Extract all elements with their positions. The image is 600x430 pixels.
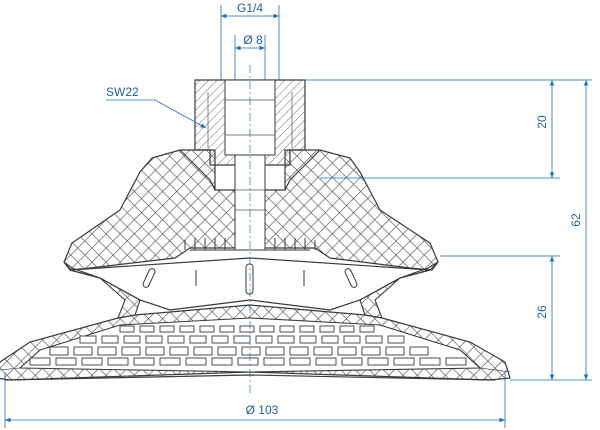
grip-rib — [145, 346, 165, 356]
grip-ribs — [29, 325, 467, 366]
grip-rib — [211, 357, 233, 366]
grip-rib — [341, 357, 363, 366]
grip-rib — [133, 357, 155, 366]
grip-rib — [313, 346, 333, 356]
grip-rib — [359, 325, 375, 333]
grip-rib — [365, 335, 383, 344]
grip-rib — [277, 335, 295, 344]
grip-rib — [241, 346, 261, 356]
grip-rib — [339, 325, 355, 333]
grip-rib — [361, 346, 381, 356]
grip-rib — [159, 357, 181, 366]
grip-rib — [259, 325, 275, 333]
grip-rib — [189, 335, 207, 344]
grip-rib — [237, 357, 259, 366]
grip-rib — [49, 346, 69, 356]
grip-rib — [219, 325, 235, 333]
lower-height-label: 26 — [535, 305, 549, 319]
grip-rib — [55, 357, 77, 366]
grip-rib — [337, 346, 357, 356]
grip-rib — [385, 346, 405, 356]
grip-rib — [265, 346, 285, 356]
dim-wrench: SW22 — [106, 85, 207, 129]
grip-rib — [121, 346, 141, 356]
grip-rib — [217, 346, 237, 356]
grip-rib — [169, 346, 189, 356]
grip-rib — [123, 335, 141, 344]
grip-rib — [193, 346, 213, 356]
inner-ribs — [184, 238, 316, 251]
grip-rib — [319, 325, 335, 333]
grip-rib — [199, 325, 215, 333]
grip-rib — [119, 325, 135, 333]
grip-rib — [393, 357, 415, 366]
grip-rib — [367, 357, 389, 366]
dim-bore: Ø 8 — [234, 33, 266, 80]
grip-rib — [289, 346, 309, 356]
grip-rib — [299, 325, 315, 333]
dim-thread: G1/4 — [220, 1, 280, 80]
grip-rib — [279, 325, 295, 333]
dim-upper-height: 20 — [305, 79, 560, 179]
grip-rib — [159, 325, 175, 333]
suction-cup-body — [0, 79, 511, 381]
lip-slots — [142, 263, 358, 295]
grip-rib — [289, 357, 311, 366]
grip-rib — [299, 335, 317, 344]
dim-lower-height: 26 — [440, 255, 560, 380]
grip-rib — [73, 346, 93, 356]
dim-diameter: Ø 103 — [4, 372, 506, 428]
grip-rib — [419, 357, 441, 366]
grip-rib — [29, 357, 51, 366]
grip-rib — [233, 335, 251, 344]
grip-rib — [321, 335, 339, 344]
grip-rib — [167, 335, 185, 344]
grip-rib — [387, 335, 405, 344]
grip-rib — [139, 325, 155, 333]
grip-rib — [97, 346, 117, 356]
grip-rib — [101, 335, 119, 344]
grip-rib — [107, 357, 129, 366]
grip-rib — [145, 335, 163, 344]
thread-label: G1/4 — [237, 1, 263, 15]
grip-rib — [81, 357, 103, 366]
grip-rib — [185, 357, 207, 366]
grip-rib — [211, 335, 229, 344]
grip-rib — [445, 357, 467, 366]
grip-rib — [343, 335, 361, 344]
grip-rib — [263, 357, 285, 366]
inner-bore — [234, 154, 266, 251]
grip-rib — [79, 335, 97, 344]
upper-height-label: 20 — [535, 115, 549, 129]
grip-rib — [315, 357, 337, 366]
diameter-label: Ø 103 — [246, 403, 279, 417]
bore-label: Ø 8 — [243, 33, 263, 47]
dim-total-height: 62 — [510, 79, 592, 381]
total-height-label: 62 — [569, 213, 583, 227]
grip-rib — [255, 335, 273, 344]
grip-rib — [239, 325, 255, 333]
wrench-label: SW22 — [106, 85, 139, 99]
grip-rib — [409, 346, 429, 356]
grip-rib — [179, 325, 195, 333]
